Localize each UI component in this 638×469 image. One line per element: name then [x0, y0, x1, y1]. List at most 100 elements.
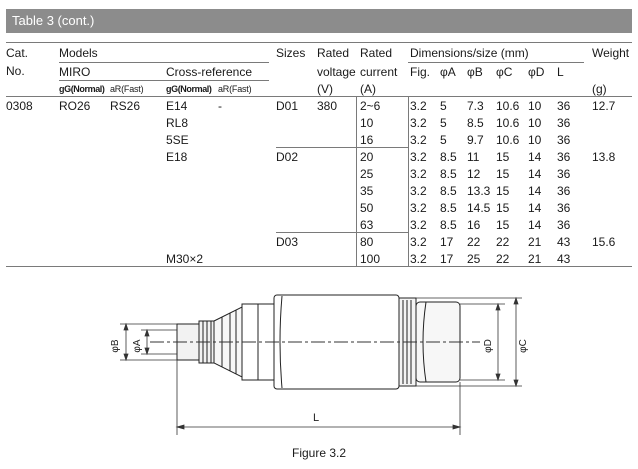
row-8-c: 22	[496, 235, 510, 249]
header-cat: Cat.	[6, 46, 29, 60]
row-8-weight: 15.6	[592, 235, 616, 249]
row-3-current: 20	[360, 150, 374, 164]
row-0-weight: 12.7	[592, 99, 616, 113]
row-6-c: 15	[496, 201, 510, 215]
row-3-d: 14	[528, 150, 542, 164]
row-2-c: 10.6	[496, 133, 520, 147]
header-no: No.	[6, 64, 25, 78]
header-models: Models	[59, 46, 98, 60]
row-0-l: 36	[557, 99, 571, 113]
group-rule-d02	[276, 147, 409, 148]
row-3-l: 36	[557, 150, 571, 164]
label-phi-b: φB	[110, 339, 121, 352]
row-4-current: 25	[360, 167, 374, 181]
header-weight: Weight	[592, 46, 630, 60]
row-0-current: 2~6	[360, 99, 381, 113]
label-phi-a: φA	[132, 339, 143, 352]
row-2-l: 36	[557, 133, 571, 147]
row-2-fig: 3.2	[410, 133, 427, 147]
row-8-fig: 3.2	[410, 235, 427, 249]
fuse-drawing: φB φA φD φC L	[0, 280, 638, 465]
row-4-d: 14	[528, 167, 542, 181]
header-miro-ar: aR(Fast)	[110, 84, 144, 94]
subheader-rule	[59, 80, 269, 81]
header-sizes: Sizes	[276, 46, 306, 60]
row-4-l: 36	[557, 167, 571, 181]
row-9-a: 17	[440, 252, 454, 266]
header-cross-gg: gG(Normal)	[166, 84, 212, 94]
row-1-c: 10.6	[496, 116, 520, 130]
cat-no: 0308	[6, 99, 33, 113]
cross-gg-4: M30×2	[166, 252, 204, 266]
row-1-current: 10	[360, 116, 374, 130]
row-8-d: 21	[528, 235, 542, 249]
row-7-a: 8.5	[440, 218, 457, 232]
row-0-d: 10	[528, 99, 542, 113]
row-5-fig: 3.2	[410, 184, 427, 198]
row-3-c: 15	[496, 150, 510, 164]
cross-gg-3: E18	[166, 150, 188, 164]
header-phi-d: φD	[528, 65, 545, 79]
table-top-rule	[6, 42, 632, 43]
row-5-current: 35	[360, 184, 374, 198]
figure-caption: Figure 3.2	[291, 446, 347, 460]
row-2-b: 9.7	[467, 133, 484, 147]
row-4-c: 15	[496, 167, 510, 181]
row-7-d: 14	[528, 218, 542, 232]
row-5-c: 15	[496, 184, 510, 198]
row-7-current: 63	[360, 218, 374, 232]
header-cross-reference: Cross-reference	[166, 65, 253, 79]
row-9-b: 25	[467, 252, 481, 266]
header-phi-a: φA	[440, 65, 456, 79]
cross-ar: -	[218, 99, 222, 113]
table-bottom-rule	[6, 266, 632, 267]
row-0-fig: 3.2	[410, 99, 427, 113]
row-3-weight: 13.8	[592, 150, 616, 164]
header-miro: MIRO	[59, 65, 91, 79]
row-3-a: 8.5	[440, 150, 457, 164]
row-5-b: 13.3	[467, 184, 491, 198]
row-8-l: 43	[557, 235, 571, 249]
label-phi-d: φD	[483, 339, 494, 353]
cross-gg-2: 5SE	[166, 133, 189, 147]
row-9-fig: 3.2	[410, 252, 427, 266]
row-9-current: 100	[360, 252, 381, 266]
row-1-l: 36	[557, 116, 571, 130]
cross-gg-0: E14	[166, 99, 188, 113]
row-7-fig: 3.2	[410, 218, 427, 232]
label-l: L	[313, 412, 319, 424]
header-weight-unit: (g)	[592, 82, 607, 96]
row-8-current: 80	[360, 235, 374, 249]
models-rule	[59, 62, 269, 63]
row-7-b: 16	[467, 218, 481, 232]
row-6-current: 50	[360, 201, 374, 215]
row-9-d: 21	[528, 252, 542, 266]
row-4-fig: 3.2	[410, 167, 427, 181]
row-7-c: 15	[496, 218, 510, 232]
header-miro-gg: gG(Normal)	[59, 84, 105, 94]
header-phi-b: φB	[467, 65, 483, 79]
row-0-a: 5	[440, 99, 447, 113]
row-8-size: D03	[276, 235, 299, 249]
miro-ar: RS26	[110, 99, 141, 113]
row-8-a: 17	[440, 235, 454, 249]
row-1-fig: 3.2	[410, 116, 427, 130]
row-5-l: 36	[557, 184, 571, 198]
row-0-size: D01	[276, 99, 299, 113]
row-9-l: 43	[557, 252, 571, 266]
row-2-a: 5	[440, 133, 447, 147]
header-voltage: voltage	[317, 65, 356, 79]
row-3-fig: 3.2	[410, 150, 427, 164]
table-title: Table 3 (cont.)	[6, 9, 632, 33]
row-8-b: 22	[467, 235, 481, 249]
row-3-b: 11	[467, 150, 480, 164]
row-7-l: 36	[557, 218, 571, 232]
current-column-rule	[356, 96, 357, 266]
row-1-b: 8.5	[467, 116, 484, 130]
header-bottom-rule	[6, 96, 632, 97]
dimensions-rule	[408, 62, 584, 63]
group-rule-d03	[276, 232, 409, 233]
row-0-b: 7.3	[467, 99, 484, 113]
label-phi-c: φC	[518, 339, 529, 353]
miro-gg: RO26	[59, 99, 91, 113]
